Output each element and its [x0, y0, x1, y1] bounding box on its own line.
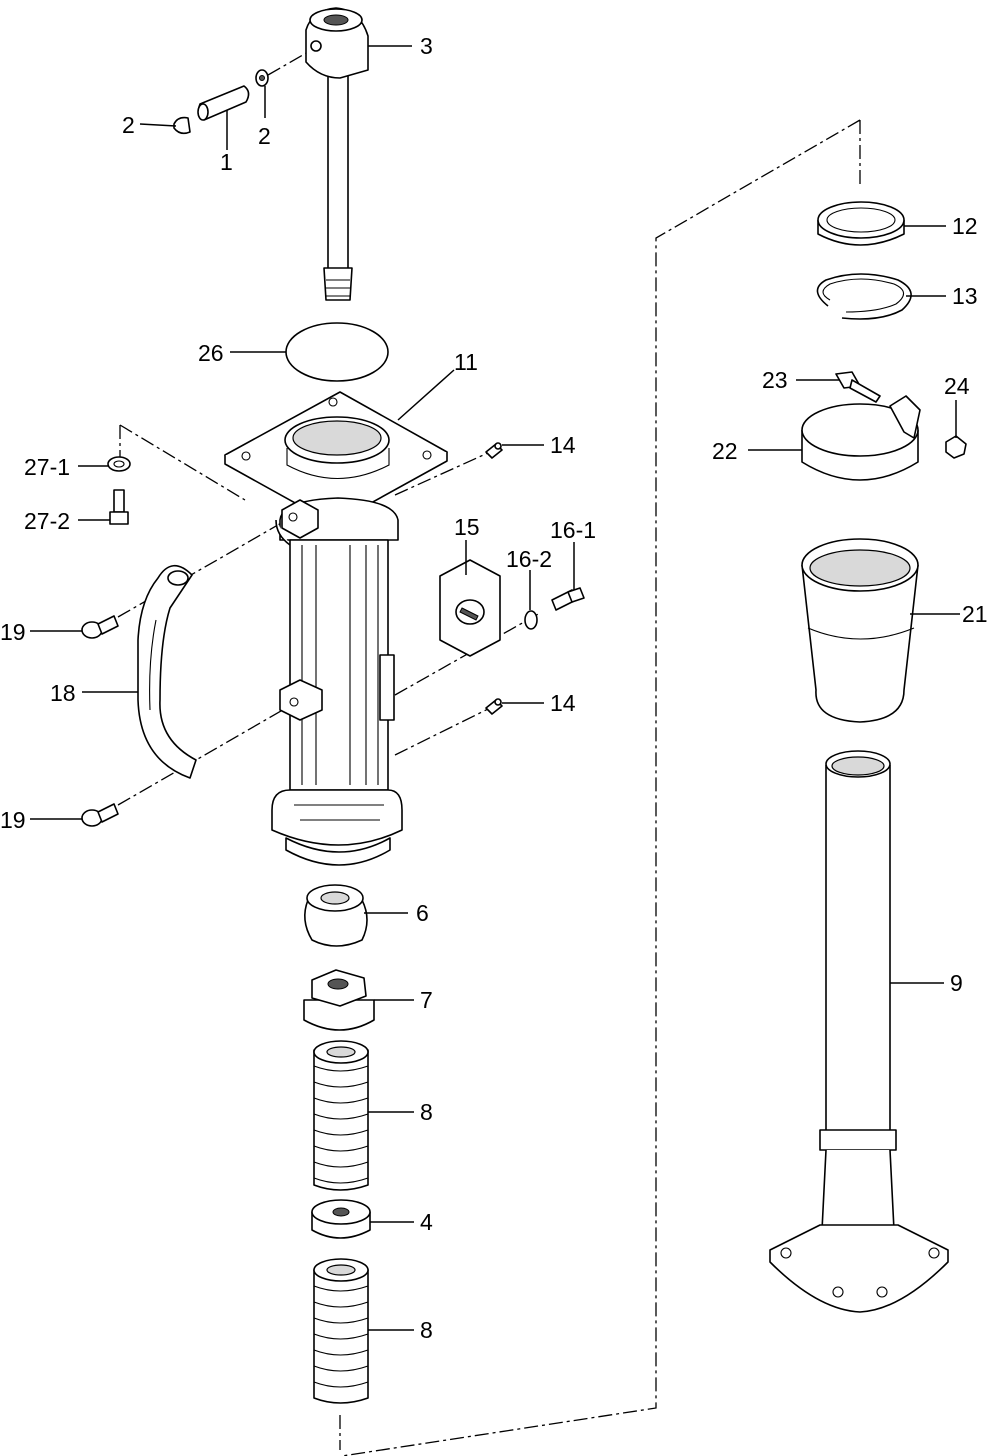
part-12-seal	[817, 201, 905, 246]
part-24-nut	[945, 435, 967, 459]
part-14-nipple-lower	[485, 698, 503, 715]
leader-lines	[30, 45, 960, 1331]
part-6-bushing	[304, 884, 368, 947]
part-11-flange-plate	[224, 391, 448, 525]
centerline-14-upper	[394, 451, 491, 496]
callout-6: 6	[416, 900, 429, 926]
housing-body	[271, 497, 403, 866]
part-19-bolt-upper	[81, 615, 119, 639]
callout-16-2: 16-2	[506, 546, 552, 572]
centerline-14-lower	[394, 707, 491, 756]
part-9-base-tube	[769, 750, 949, 1313]
callout-14-upper: 14	[550, 432, 576, 458]
centerline-19-lower	[117, 699, 301, 806]
callout-labels: 2 1 2 3 26 11 14 27-1 27-2 15 16-2 16-1 …	[0, 33, 988, 1343]
part-1-pin	[197, 85, 250, 121]
callout-9: 9	[950, 970, 963, 996]
part-26-o-ring	[285, 322, 389, 382]
callout-26: 26	[198, 340, 224, 366]
callout-2-right: 2	[258, 123, 271, 149]
part-4-spring-seat	[311, 1199, 371, 1239]
callout-4: 4	[420, 1209, 433, 1235]
callout-13: 13	[952, 283, 978, 309]
callout-1: 1	[220, 149, 233, 175]
center-lines	[117, 51, 861, 1456]
callout-7: 7	[420, 987, 433, 1013]
part-16-2-washer	[524, 610, 538, 630]
callout-8-upper: 8	[420, 1099, 433, 1125]
callout-16-1: 16-1	[550, 517, 596, 543]
part-27-2-bolt	[109, 489, 129, 525]
callout-27-2: 27-2	[24, 508, 70, 534]
part-14-nipple-upper	[485, 442, 503, 459]
part-21-sleeve	[801, 538, 919, 723]
part-23-clamp-bolt	[835, 371, 881, 403]
part-16-1-bolt	[551, 587, 585, 611]
part-2-plug-right	[255, 69, 269, 87]
callout-24: 24	[944, 373, 970, 399]
part-8-spring-upper	[313, 1040, 369, 1191]
part-8-spring-lower	[313, 1258, 369, 1404]
part-27-1-washer	[107, 456, 131, 472]
part-2-plug-left	[173, 116, 191, 135]
part-22-clamp-band	[801, 395, 921, 481]
centerline-right-zigzag	[341, 119, 861, 1456]
callout-21: 21	[962, 601, 988, 627]
centerline-pin-1	[267, 51, 309, 76]
part-3-piston-rod	[305, 7, 369, 301]
callout-19-upper: 19	[0, 619, 26, 645]
callout-8-lower: 8	[420, 1317, 433, 1343]
callout-23: 23	[762, 367, 788, 393]
part-18-handle	[137, 564, 197, 779]
part-7-guide-nut	[303, 969, 375, 1031]
callout-14-lower: 14	[550, 690, 576, 716]
callout-19-lower: 19	[0, 807, 26, 833]
callout-2-left: 2	[122, 112, 135, 138]
part-15-cover-plate	[439, 559, 501, 657]
callout-18: 18	[50, 680, 76, 706]
callout-3: 3	[420, 33, 433, 59]
callout-11: 11	[454, 349, 478, 375]
centerline-19-upper	[117, 517, 291, 618]
part-19-bolt-lower	[81, 803, 119, 827]
callout-12: 12	[952, 213, 978, 239]
callout-27-1: 27-1	[24, 454, 70, 480]
callout-22: 22	[712, 438, 738, 464]
callout-15: 15	[454, 514, 480, 540]
part-13-snap-ring	[816, 273, 912, 320]
